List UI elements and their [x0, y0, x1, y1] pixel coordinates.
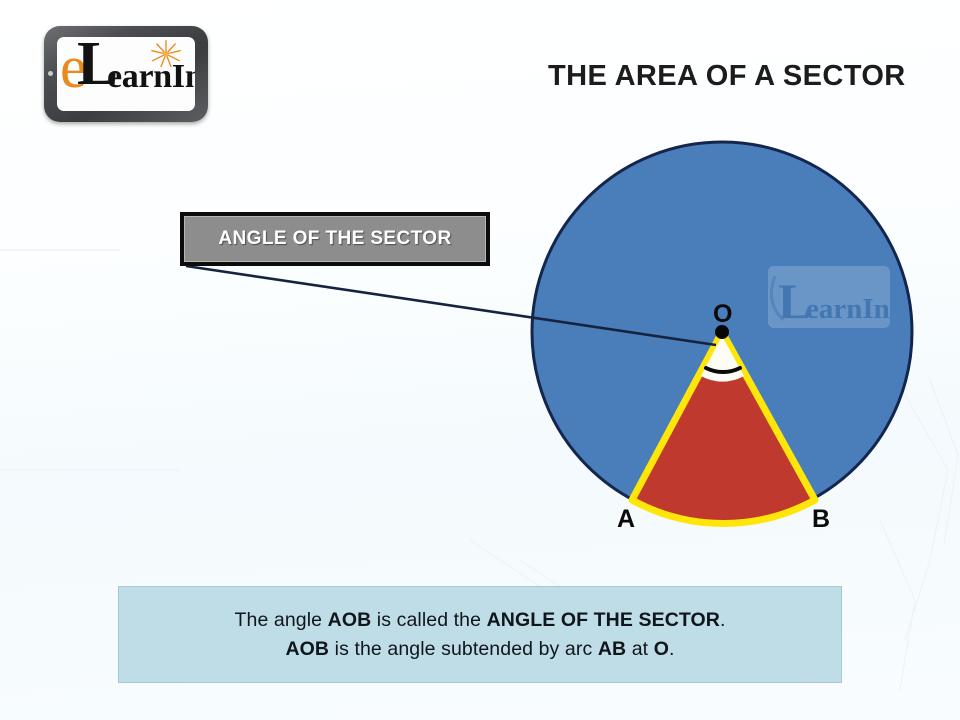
callout-box: ANGLE OF THE SECTOR — [180, 212, 490, 266]
explanation-l1-aob: AOB — [327, 608, 372, 631]
centre-point-dot — [715, 325, 729, 339]
explanation-l2-o: O — [653, 637, 669, 660]
label-point-a: A — [617, 505, 636, 533]
explanation-l1-mid: is called the — [371, 608, 487, 631]
angle-arc-marker — [704, 366, 742, 374]
logo-camera-dot — [48, 71, 53, 76]
label-point-o: O — [713, 300, 733, 328]
svg-text:earnIn: earnIn — [806, 293, 890, 325]
explanation-line-2: AOB is the angle subtended by arc AB at … — [285, 638, 674, 661]
sector-fill — [632, 332, 815, 524]
logo-screen: e L earnIn — [57, 37, 195, 111]
sector-outline — [628, 328, 819, 527]
explanation-l1-pre: The angle — [234, 608, 328, 631]
label-point-b: B — [812, 505, 831, 533]
sunburst-icon — [151, 40, 181, 68]
explanation-l2-aob: AOB — [285, 637, 330, 660]
explanation-box: The angle AOB is called the ANGLE OF THE… — [118, 586, 842, 683]
logo-wordmark: earnIn — [107, 58, 195, 95]
explanation-l1-term: ANGLE OF THE SECTOR — [486, 608, 720, 631]
page-title: THE AREA OF A SECTOR — [548, 60, 906, 92]
logo-badge: e L earnIn — [44, 26, 208, 122]
explanation-line-1: The angle AOB is called the ANGLE OF THE… — [234, 609, 725, 632]
callout-label: ANGLE OF THE SECTOR — [218, 228, 452, 249]
leader-line — [185, 264, 717, 347]
explanation-l2-ab: AB — [597, 637, 627, 660]
logo-l-char: L — [77, 37, 119, 98]
explanation-l1-post: . — [719, 608, 726, 631]
watermark-logo: L earnIn — [768, 266, 890, 329]
logo-e-char: e — [60, 37, 87, 100]
explanation-l2-post: . — [668, 637, 675, 660]
explanation-l2-mid2: at — [626, 637, 654, 660]
explanation-l2-mid: is the angle subtended by arc — [329, 637, 598, 660]
svg-text:L: L — [778, 273, 811, 329]
